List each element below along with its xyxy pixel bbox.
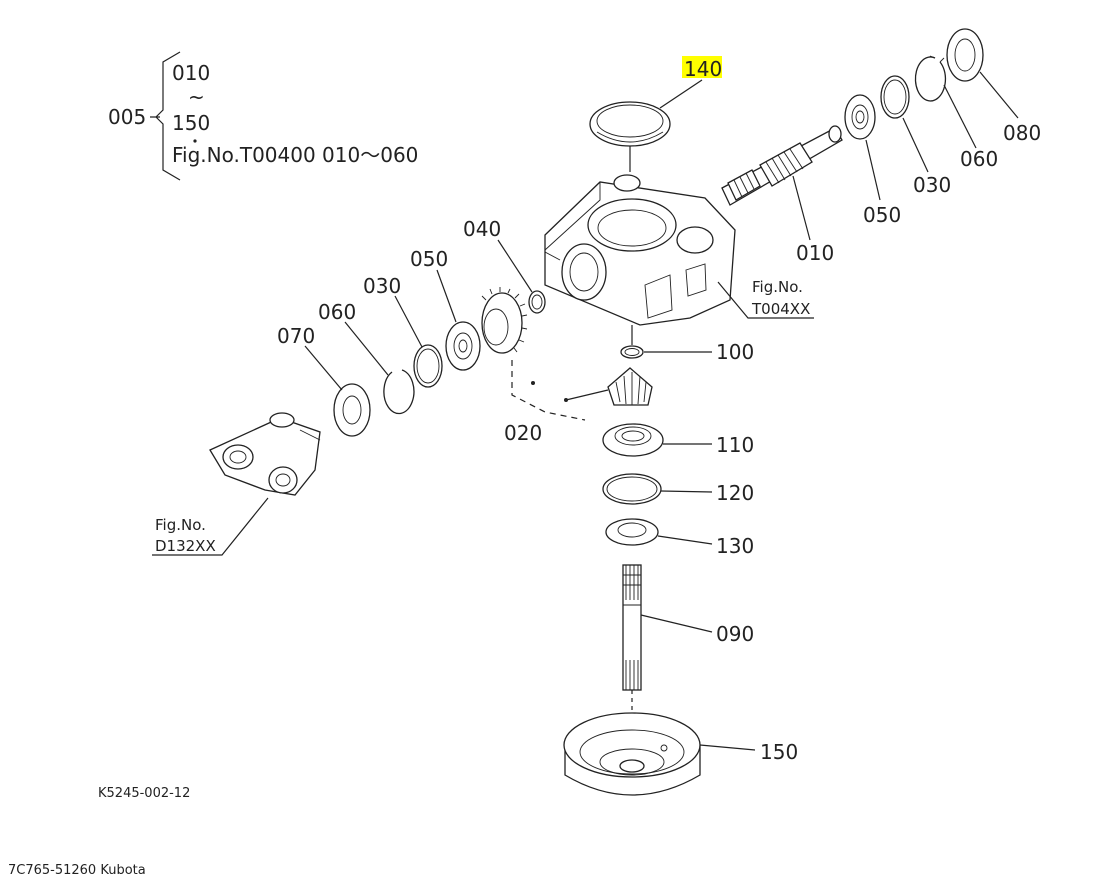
- label-040: 040: [463, 217, 501, 241]
- leader-lines: [152, 71, 1019, 751]
- label-050-left: 050: [410, 247, 448, 271]
- figure-reference-yoke: Fig.No. D132XX: [155, 516, 216, 555]
- part-020-gear: [481, 287, 528, 354]
- part-140-seal-ring: [589, 101, 671, 172]
- part-130-seal: [605, 518, 659, 546]
- label-100: 100: [716, 340, 754, 364]
- label-080: 080: [1003, 121, 1041, 145]
- label-050-right: 050: [863, 203, 901, 227]
- label-090: 090: [716, 622, 754, 646]
- label-030-left: 030: [363, 274, 401, 298]
- part-labels: 140 080 060 030 050 010 040 050 030 060 …: [277, 57, 1041, 764]
- part-040-small-ring: [528, 290, 546, 314]
- part-050-right-bearing: [844, 94, 876, 140]
- group-reference: 005 010 ~ 150 Fig.No.T00400 010～060: [108, 51, 418, 181]
- figure-note: Fig.No.T00400 010～060: [172, 143, 418, 167]
- range-separator: ~: [188, 85, 205, 109]
- part-030-right-ring: [880, 75, 910, 119]
- label-070: 070: [277, 324, 315, 348]
- label-030-right: 030: [913, 173, 951, 197]
- part-120-ring: [602, 473, 662, 505]
- gear-housing: [544, 174, 736, 326]
- part-070-oil-seal: [333, 383, 371, 437]
- assembly-number: 005: [108, 105, 146, 129]
- part-060-left-snapring: [383, 369, 415, 415]
- part-080-oil-seal: [946, 28, 984, 82]
- label-120: 120: [716, 481, 754, 505]
- yoke: [209, 412, 321, 496]
- fig-ref-housing-line2: T004XX: [751, 300, 810, 318]
- part-090-output-shaft: [622, 564, 642, 691]
- label-060-left: 060: [318, 300, 356, 324]
- part-060-right-snapring: [914, 55, 947, 102]
- label-060-right: 060: [960, 147, 998, 171]
- label-130: 130: [716, 534, 754, 558]
- footer-caption: 7C765-51260 Kubota: [8, 863, 146, 878]
- part-010-pinion-shaft: [721, 125, 843, 206]
- part-100-small-ring: [620, 345, 644, 359]
- part-050-left-bearing: [445, 321, 481, 371]
- fig-ref-housing-line1: Fig.No.: [752, 278, 803, 296]
- fig-ref-yoke-line2: D132XX: [155, 537, 216, 555]
- part-030-left-ring: [413, 344, 443, 388]
- drawing-code: K5245-002-12: [98, 786, 190, 801]
- part-150-cup: [563, 712, 701, 796]
- part-bevel-gear: [607, 367, 653, 406]
- part-110-bearing: [602, 423, 664, 457]
- highlight-140: [682, 56, 722, 78]
- label-150: 150: [760, 740, 798, 764]
- figure-reference-housing: Fig.No. T004XX: [751, 278, 810, 318]
- label-140: 140: [684, 57, 722, 81]
- label-020: 020: [504, 421, 542, 445]
- range-start: 010: [172, 61, 210, 85]
- label-010: 010: [796, 241, 834, 265]
- range-end: 150: [172, 111, 210, 135]
- fig-ref-yoke-line1: Fig.No.: [155, 516, 206, 534]
- label-110: 110: [716, 433, 754, 457]
